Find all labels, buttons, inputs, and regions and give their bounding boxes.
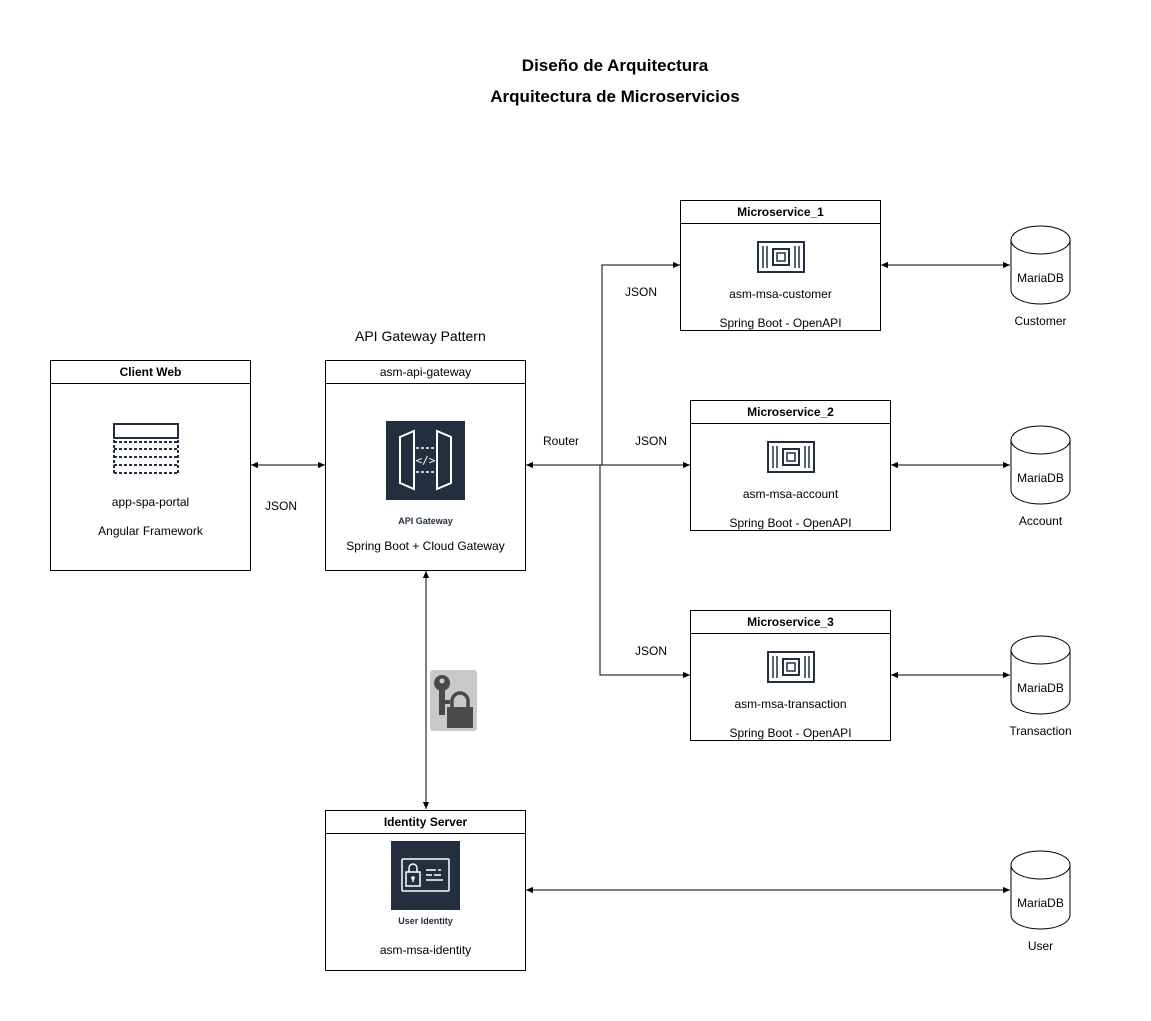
database-icon: [1010, 850, 1071, 930]
web-page-icon: [113, 423, 179, 474]
cpu-chip-icon: [757, 241, 805, 273]
api-gateway-box[interactable]: asm-api-gateway </> API Gateway Spring B…: [325, 360, 526, 571]
microservice-1-box[interactable]: Microservice_1 asm-msa-customer Spring B…: [680, 200, 881, 331]
edge-label-ms1: JSON: [625, 285, 658, 299]
microservice-2-tech: Spring Boot - OpenAPI: [729, 516, 852, 530]
microservice-2-name: asm-msa-account: [742, 487, 839, 501]
svg-text:</>: </>: [416, 454, 436, 467]
database-account-engine: MariaDB: [1017, 471, 1064, 485]
microservice-1-name: asm-msa-customer: [729, 287, 832, 301]
database-customer-label: Customer: [1014, 314, 1067, 328]
database-user-label: User: [1027, 939, 1054, 953]
diagram-title: Diseño de Arquitectura: [521, 56, 709, 75]
edge-label-client-gateway: JSON: [265, 499, 298, 513]
client-web-header: Client Web: [51, 361, 250, 384]
identity-card-icon: [391, 841, 460, 910]
client-app-name: app-spa-portal: [111, 495, 190, 509]
cpu-chip-icon: [767, 441, 815, 473]
microservice-2-box[interactable]: Microservice_2 asm-msa-account Spring Bo…: [690, 400, 891, 531]
identity-icon-caption: User Identity: [398, 916, 453, 926]
cpu-chip-icon: [767, 651, 815, 683]
microservice-3-box[interactable]: Microservice_3 asm-msa-transaction Sprin…: [690, 610, 891, 741]
edge-router-ms3: [599, 465, 690, 679]
microservice-3-tech: Spring Boot - OpenAPI: [729, 726, 852, 740]
identity-server-box[interactable]: Identity Server User Identity asm-msa-id…: [325, 810, 526, 971]
microservice-2-header: Microservice_2: [691, 401, 890, 424]
microservice-3-header: Microservice_3: [691, 611, 890, 634]
database-icon: [1010, 635, 1071, 715]
database-icon: [1010, 425, 1071, 505]
database-transaction[interactable]: MariaDB: [1010, 635, 1071, 715]
client-tech: Angular Framework: [98, 524, 203, 538]
diagram-subtitle: Arquitectura de Microservicios: [490, 87, 740, 106]
identity-service-name: asm-msa-identity: [379, 943, 472, 957]
database-customer[interactable]: MariaDB: [1010, 225, 1071, 305]
edge-label-ms2: JSON: [635, 434, 668, 448]
pattern-label: API Gateway Pattern: [355, 328, 486, 344]
microservice-1-tech: Spring Boot - OpenAPI: [719, 316, 842, 330]
database-account-label: Account: [1018, 514, 1063, 528]
edge-label-router: Router: [543, 434, 580, 448]
identity-server-header: Identity Server: [326, 811, 525, 834]
database-user-engine: MariaDB: [1017, 896, 1064, 910]
microservice-1-header: Microservice_1: [681, 201, 880, 224]
database-user[interactable]: MariaDB: [1010, 850, 1071, 930]
microservice-3-name: asm-msa-transaction: [734, 697, 847, 711]
edge-label-ms3: JSON: [635, 644, 668, 658]
api-gateway-header: asm-api-gateway: [326, 361, 525, 384]
api-gateway-icon: </>: [386, 421, 465, 500]
client-web-box[interactable]: Client Web app-spa-portal Angular Framew…: [50, 360, 251, 571]
database-transaction-engine: MariaDB: [1017, 681, 1064, 695]
database-customer-engine: MariaDB: [1017, 271, 1064, 285]
key-lock-icon: [430, 670, 477, 731]
api-gateway-tech: Spring Boot + Cloud Gateway: [346, 539, 505, 553]
database-account[interactable]: MariaDB: [1010, 425, 1071, 505]
api-gateway-icon-caption: API Gateway: [398, 516, 453, 526]
database-transaction-label: Transaction: [1009, 724, 1072, 738]
database-icon: [1010, 225, 1071, 305]
